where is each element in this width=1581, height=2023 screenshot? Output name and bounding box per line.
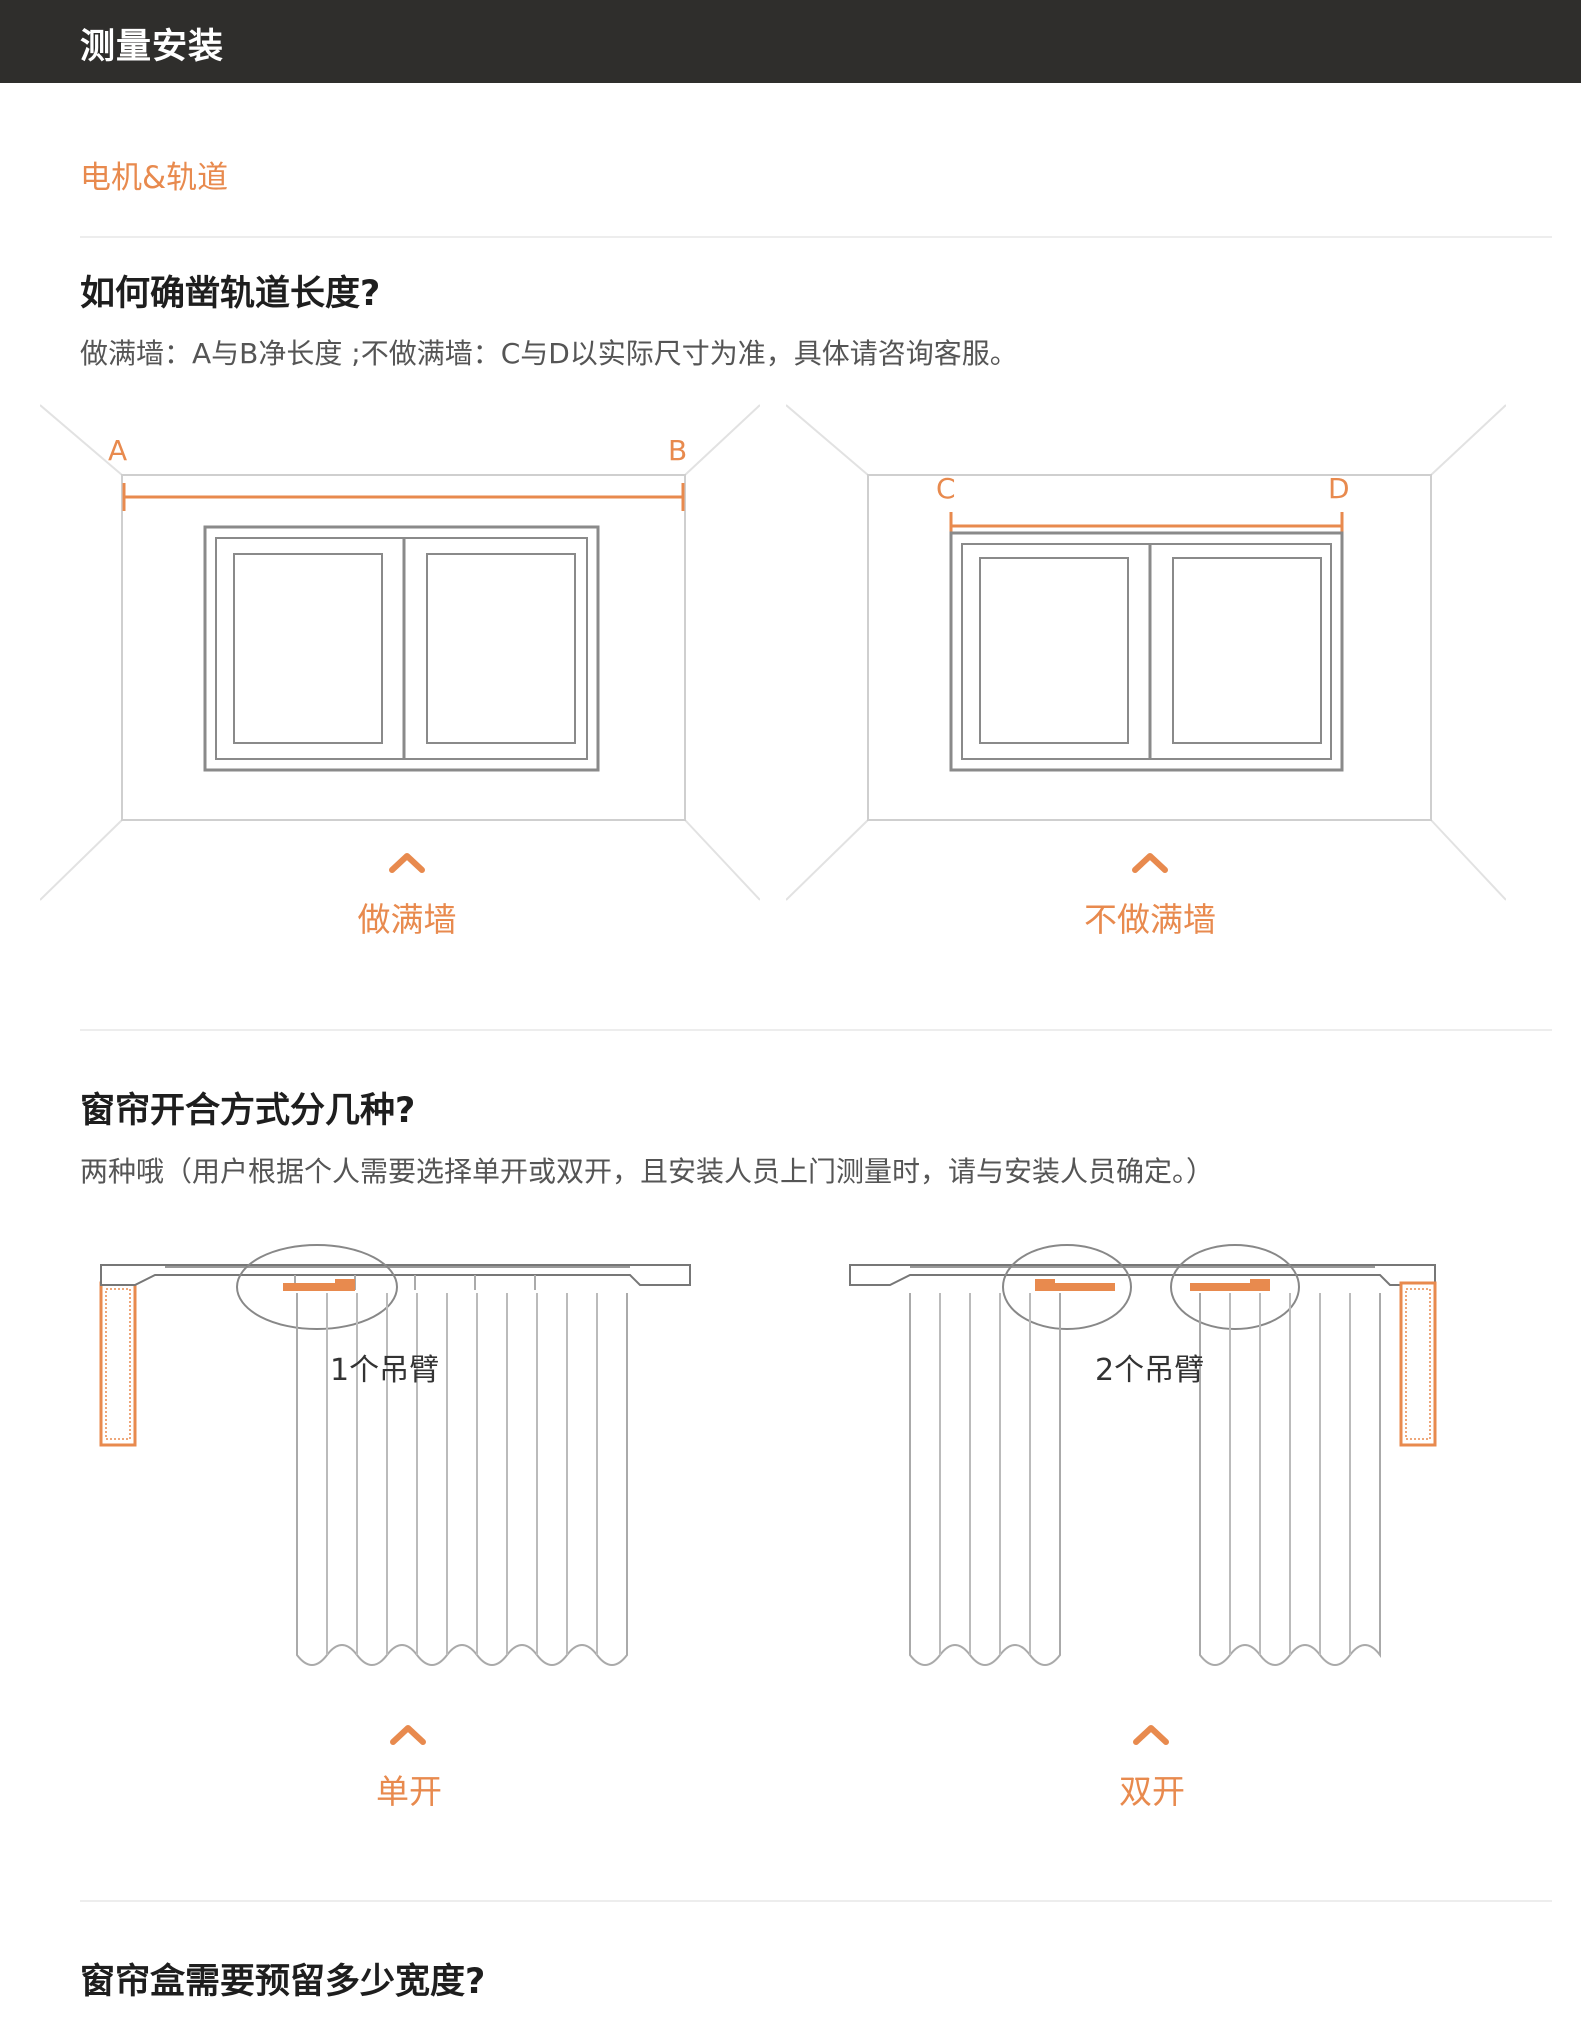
- label-d: D: [1328, 472, 1350, 505]
- section-tag[interactable]: 电机&轨道: [80, 160, 229, 196]
- question-title-box-width: 窗帘盒需要预留多少宽度?: [80, 1962, 486, 2002]
- top-bar: 测量安装: [0, 0, 1581, 83]
- chevron-up-icon: [390, 1725, 426, 1745]
- single-open-diagram: [99, 1244, 691, 1666]
- caption-double-open[interactable]: 双开: [1119, 1772, 1185, 1811]
- divider: [80, 236, 1552, 238]
- question-desc-track-length: 做满墙：A与B净长度 ;不做满墙：C与D以实际尺寸为准，具体请咨询客服。: [80, 337, 1018, 370]
- arm-label-single: 1个吊臂: [330, 1353, 440, 1388]
- chevron-up-icon: [389, 853, 425, 873]
- label-b: B: [668, 434, 688, 467]
- caption-not-full-wall[interactable]: 不做满墙: [1084, 900, 1216, 939]
- chevron-up-icon: [1133, 1725, 1169, 1745]
- question-desc-open-mode: 两种哦（用户根据个人需要选择单开或双开，且安装人员上门测量时，请与安装人员确定。…: [80, 1155, 1215, 1188]
- label-c: C: [936, 472, 956, 505]
- label-a: A: [108, 434, 128, 467]
- question-title-track-length: 如何确凿轨道长度?: [80, 274, 381, 314]
- chevron-up-icon: [1132, 853, 1168, 873]
- caption-full-wall[interactable]: 做满墙: [357, 900, 457, 939]
- page-title: 测量安装: [80, 27, 225, 67]
- caption-single-open[interactable]: 单开: [376, 1772, 442, 1811]
- not-full-wall-diagram: [786, 404, 1506, 901]
- full-wall-diagram: [40, 404, 760, 901]
- divider: [80, 1900, 1552, 1902]
- arm-label-double: 2个吊臂: [1095, 1353, 1205, 1388]
- divider: [80, 1029, 1552, 1031]
- double-open-diagram: [849, 1244, 1437, 1666]
- question-title-open-mode: 窗帘开合方式分几种?: [80, 1091, 416, 1131]
